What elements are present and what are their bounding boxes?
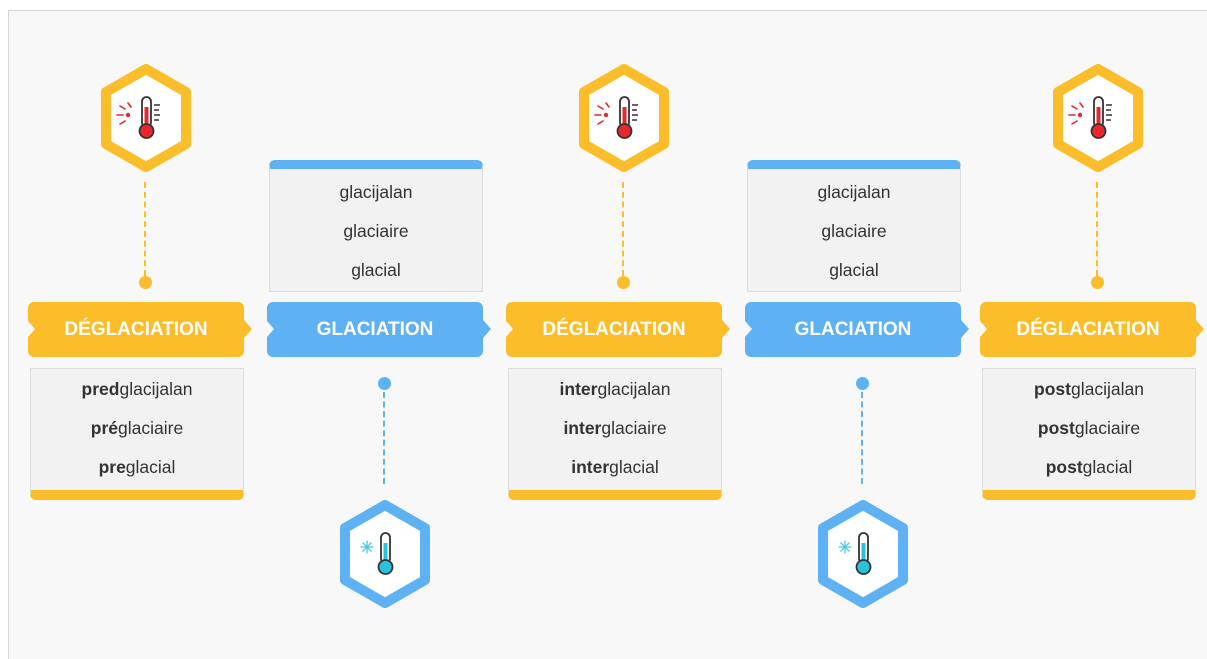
stage-label: DÉGLACIATION — [980, 302, 1204, 357]
connector-line — [1096, 182, 1098, 276]
term-root: glacijalan — [1070, 379, 1144, 399]
connector-dot — [139, 276, 152, 289]
term-prefix: pré — [90, 418, 119, 438]
term: postglacial — [1046, 448, 1133, 487]
term-root: glacial — [125, 457, 176, 477]
stage-glacial-2: glacijalan glaciaire glacial GLACIATION — [745, 0, 969, 659]
term: interglacijalan — [560, 370, 671, 409]
term: glacijalan — [817, 181, 891, 202]
term: interglacial — [571, 448, 659, 487]
term-list: interglacijalan interglaciaire interglac… — [508, 368, 722, 500]
term: glacial — [829, 259, 879, 280]
connector-dot — [617, 276, 630, 289]
term-root: glacijalan — [597, 379, 671, 399]
connector-line — [622, 182, 624, 276]
term-root: glaciaire — [1074, 418, 1141, 438]
stage-postglacial: DÉGLACIATION postglacijalan postglaciair… — [980, 0, 1204, 659]
thermometer-cold-icon — [337, 499, 433, 609]
stage-interglacial: DÉGLACIATION interglacijalan interglacia… — [506, 0, 730, 659]
thermometer-hot-icon — [1050, 63, 1146, 173]
term: preglacial — [99, 448, 176, 487]
connector-dot — [856, 377, 869, 390]
term-prefix: inter — [559, 379, 598, 399]
term-prefix: pred — [81, 379, 120, 399]
term: postglaciaire — [1038, 409, 1140, 448]
term-prefix: post — [1034, 379, 1071, 399]
term: glaciaire — [821, 220, 887, 241]
term: glacial — [351, 259, 401, 280]
term-root: glaciaire — [601, 418, 667, 438]
thermometer-hot-icon — [98, 63, 194, 173]
stage-label: DÉGLACIATION — [28, 302, 252, 357]
term-list: glacijalan glaciaire glacial — [269, 160, 483, 292]
term-list: predglacijalan préglaciaire preglacial — [30, 368, 244, 500]
term-root: glacial — [609, 457, 659, 477]
term-prefix: post — [1045, 457, 1083, 477]
term: interglaciaire — [563, 409, 666, 448]
term-prefix: post — [1037, 418, 1075, 438]
thermometer-hot-icon — [576, 63, 672, 173]
term-root: glacial — [1082, 457, 1133, 477]
stage-predglacial: DÉGLACIATION predglacijalan préglaciaire… — [28, 0, 252, 659]
term: glaciaire — [343, 220, 409, 241]
term-prefix: inter — [563, 418, 602, 438]
connector-line — [383, 392, 385, 484]
connector-dot — [1091, 276, 1104, 289]
stage-label: GLACIATION — [267, 302, 491, 357]
term: postglacijalan — [1034, 370, 1144, 409]
term-prefix: pre — [98, 457, 126, 477]
stage-label: GLACIATION — [745, 302, 969, 357]
connector-line — [144, 182, 146, 276]
term-root: glaciaire — [118, 418, 184, 438]
term: predglacijalan — [82, 370, 193, 409]
connector-line — [861, 392, 863, 484]
term-root: glacijalan — [119, 379, 193, 399]
term-list: postglacijalan postglaciaire postglacial — [982, 368, 1196, 500]
stage-glacial-1: glacijalan glaciaire glacial GLACIATION — [267, 0, 491, 659]
term: glacijalan — [339, 181, 413, 202]
term: préglaciaire — [91, 409, 183, 448]
term-prefix: inter — [571, 457, 610, 477]
term-list: glacijalan glaciaire glacial — [747, 160, 961, 292]
connector-dot — [378, 377, 391, 390]
thermometer-cold-icon — [815, 499, 911, 609]
stage-label: DÉGLACIATION — [506, 302, 730, 357]
